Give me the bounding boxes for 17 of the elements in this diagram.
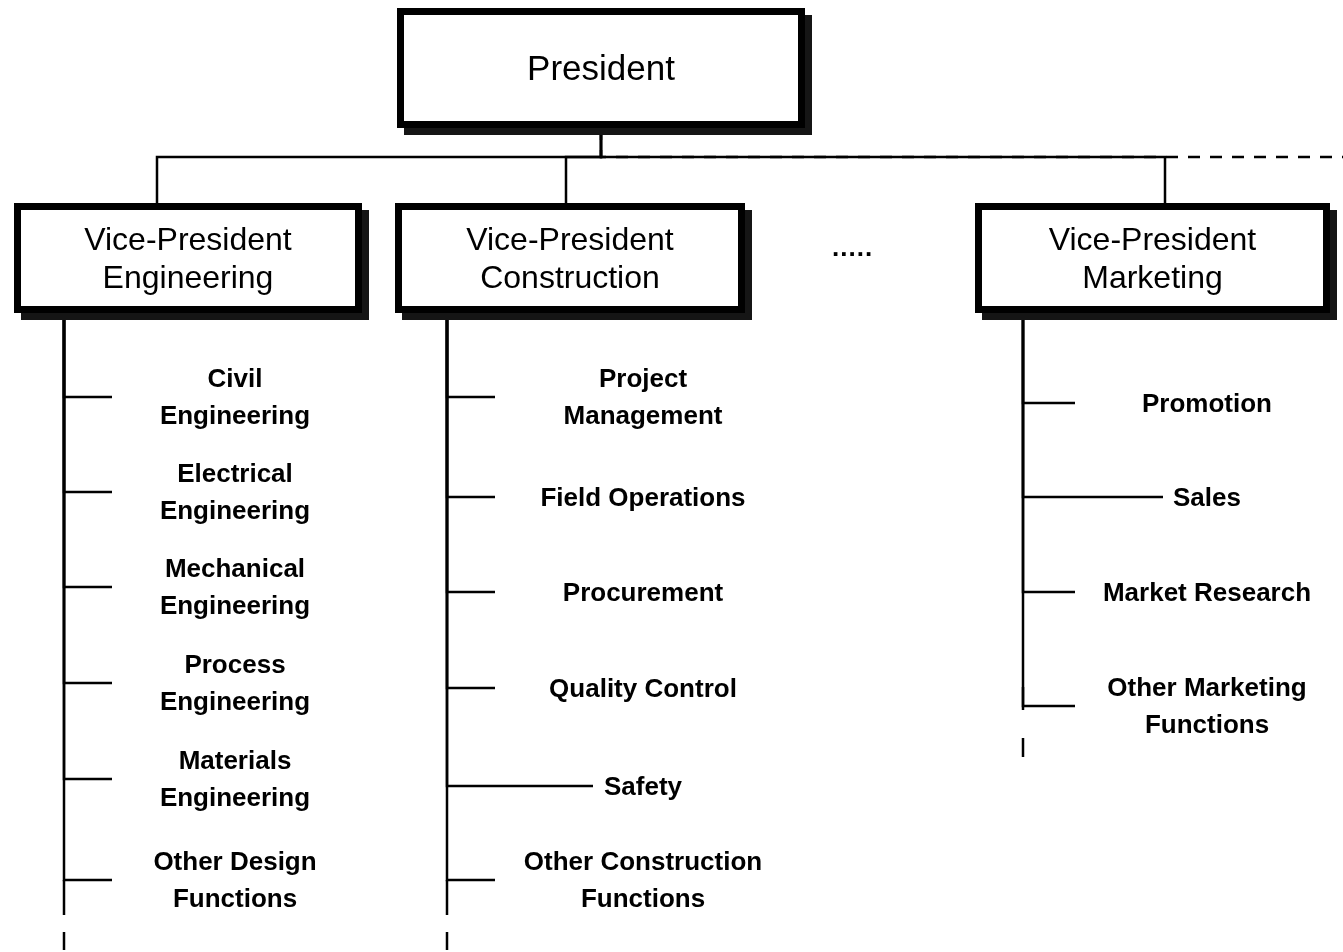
department-label: Quality Control — [495, 669, 791, 707]
department-label: Mechanical Engineering — [112, 550, 358, 624]
department-label: Process Engineering — [112, 646, 358, 720]
department-label: Civil Engineering — [112, 360, 358, 434]
department-label: Project Management — [495, 360, 791, 434]
department-label: Materials Engineering — [112, 742, 358, 816]
department-label: Other Design Functions — [112, 843, 358, 917]
department-label: Other Construction Functions — [495, 843, 791, 917]
department-label: Other Marketing Functions — [1075, 669, 1339, 743]
department-label: Market Research — [1075, 573, 1339, 611]
department-label: Promotion — [1075, 384, 1339, 422]
department-label: Procurement — [495, 573, 791, 611]
department-label: Field Operations — [495, 478, 791, 516]
department-label: Safety — [593, 767, 693, 805]
department-label: Electrical Engineering — [112, 455, 358, 529]
ellipsis-label: ..... — [832, 232, 874, 263]
department-label: Sales — [1163, 478, 1251, 516]
